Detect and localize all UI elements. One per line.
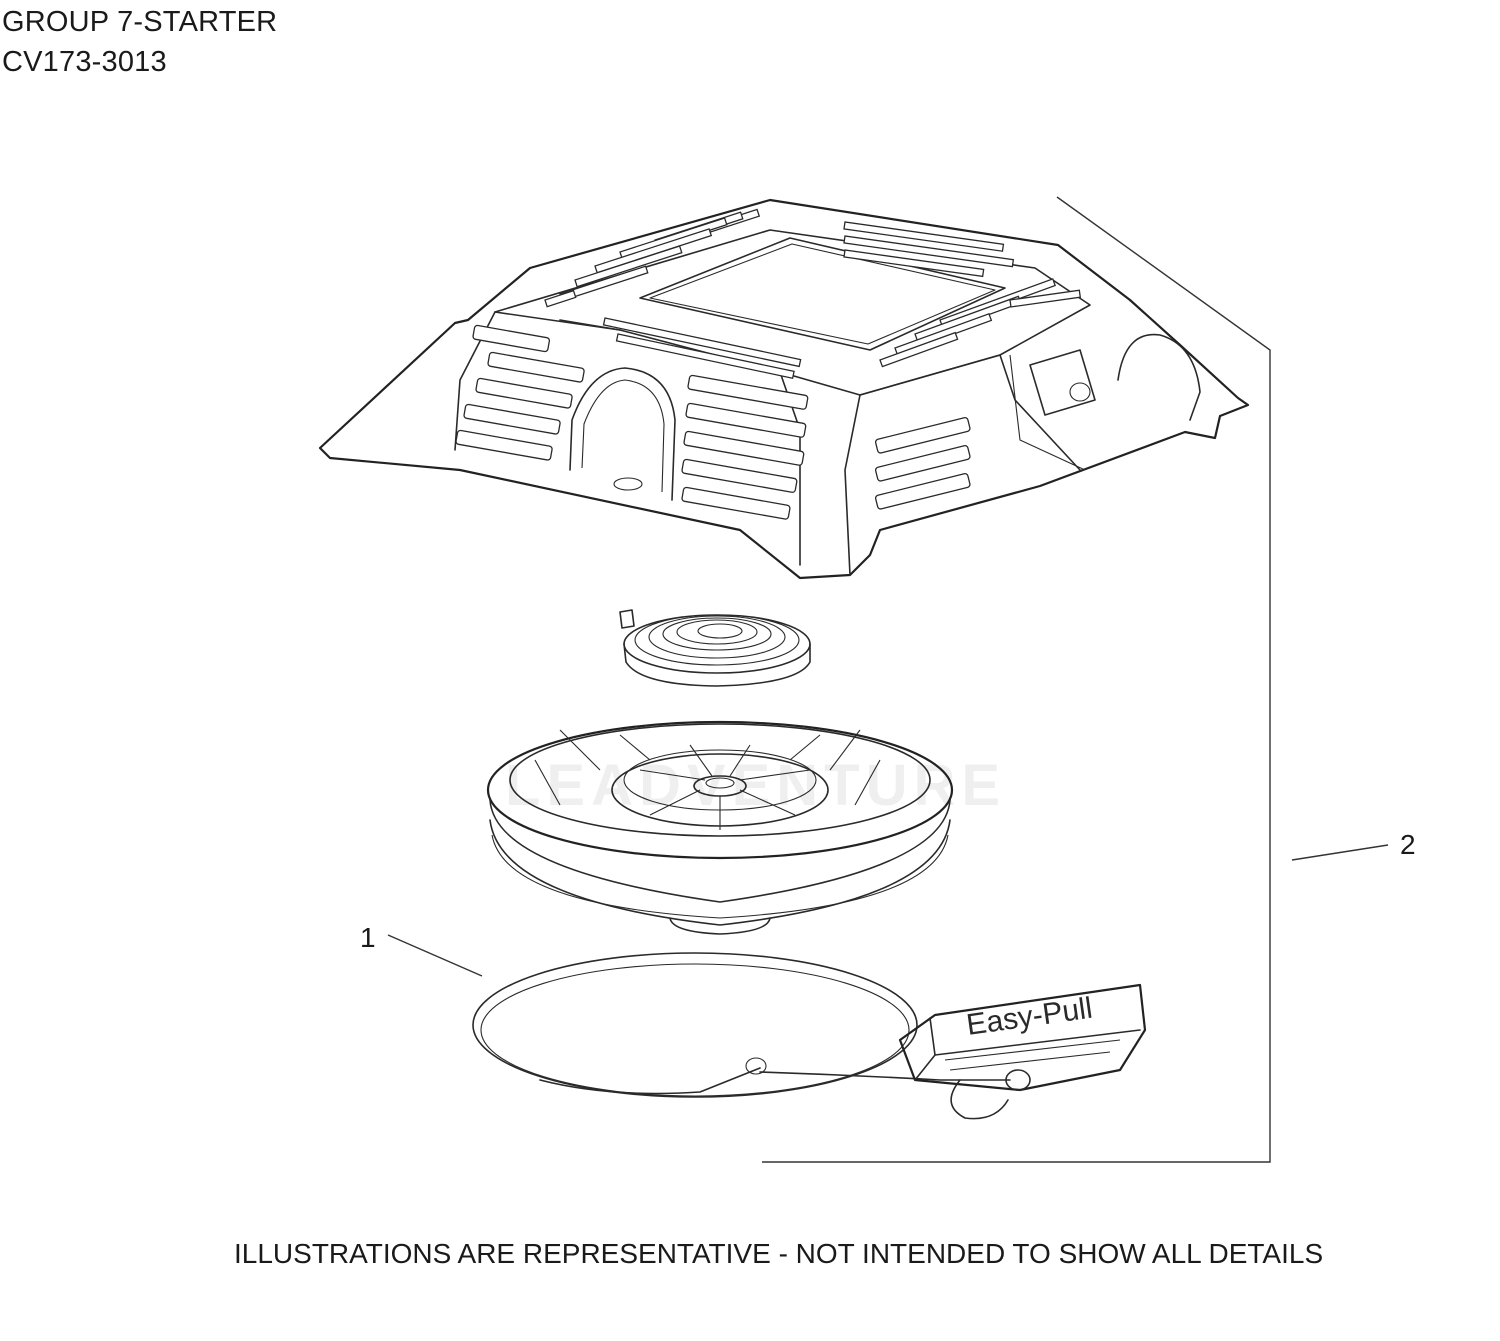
disclaimer: ILLUSTRATIONS ARE REPRESENTATIVE - NOT I… (234, 1238, 1324, 1269)
callout-2[interactable]: 2 (1400, 829, 1416, 860)
starter-rope[interactable] (472, 952, 1011, 1098)
callout-1[interactable]: 1 (360, 922, 376, 953)
starter-pulley[interactable] (486, 720, 954, 935)
handle-label: Easy-Pull (964, 992, 1094, 1042)
group-title: GROUP 7-STARTER (2, 6, 278, 38)
easy-pull-handle[interactable]: Easy-Pull (898, 983, 1147, 1120)
leader-line-2 (1291, 844, 1389, 861)
model-number: CV173-3013 (2, 46, 167, 78)
assembly-bracket (762, 196, 1271, 1163)
leader-line-1 (387, 934, 483, 977)
watermark: LEADVENTURE (505, 753, 1007, 818)
recoil-spring[interactable] (619, 609, 811, 687)
starter-housing[interactable] (318, 198, 1250, 580)
